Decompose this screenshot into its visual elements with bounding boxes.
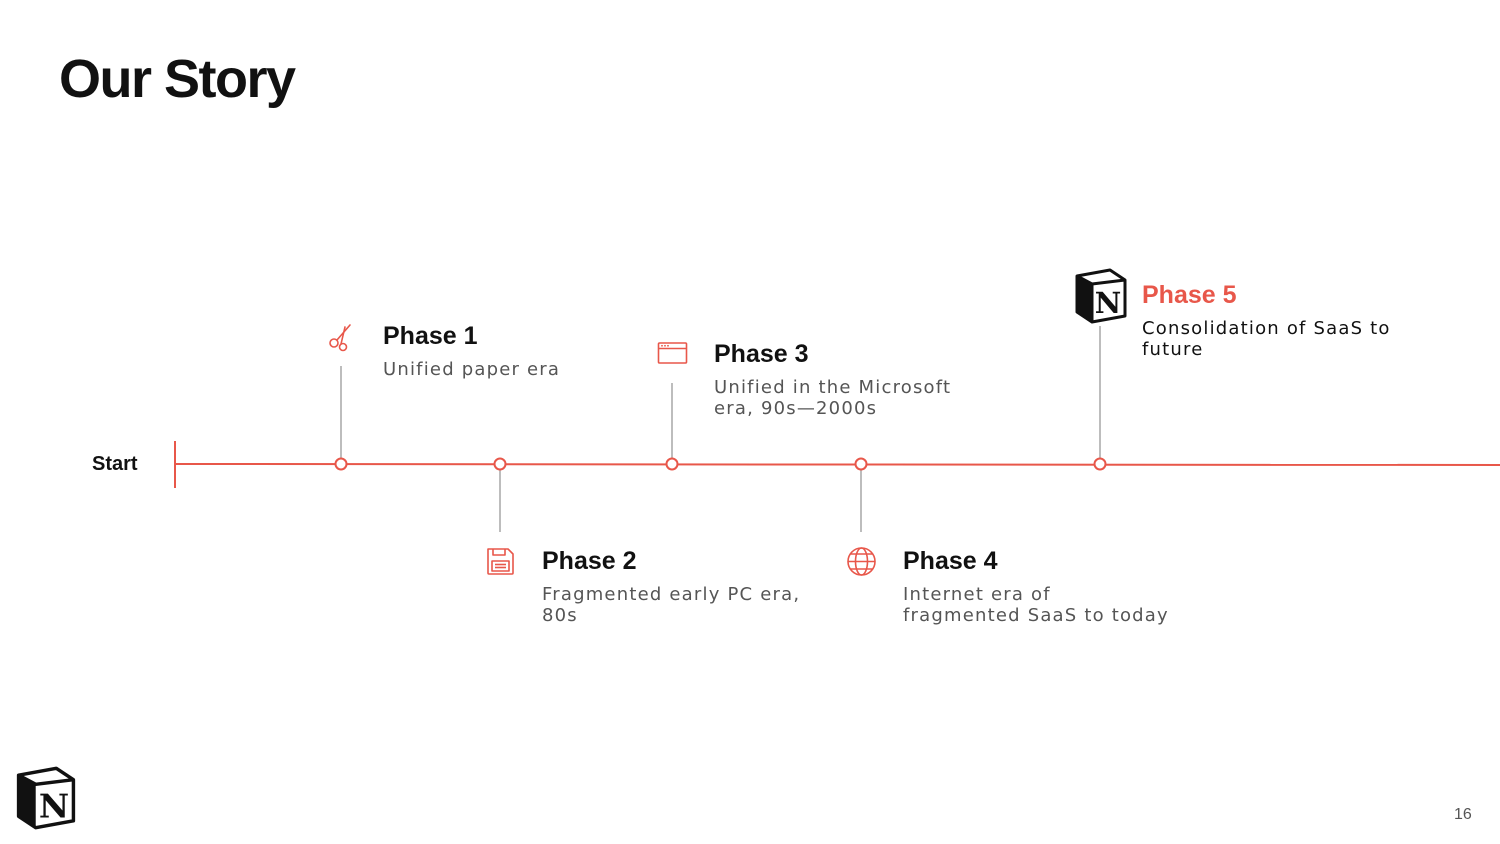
phase-5-title: Phase 5 [1142,281,1237,309]
phase-2-description: Fragmented early PC era, 80s [542,584,801,626]
phase-1-card: Phase 1 Unified paper era [383,322,623,380]
globe-icon [847,547,876,576]
phase-4-title: Phase 4 [903,547,998,575]
floppy-disk-icon [487,548,514,575]
phase-2-title: Phase 2 [542,547,637,575]
phase-5-description: Consolidation of SaaS to future [1142,318,1391,360]
notion-logo-icon: N [16,766,76,830]
phase-1-description: Unified paper era [383,359,561,380]
notion-logo-icon: N [1075,268,1127,324]
scissors-icon [329,324,351,352]
phase-5-marker [1093,457,1107,471]
timeline-start-label: Start [92,453,138,475]
phase-3-title: Phase 3 [714,340,809,368]
phase-5-card: Phase 5 Consolidation of SaaS to future [1142,281,1412,360]
browser-window-icon [657,342,688,364]
phase-4-card: Phase 4 Internet era of fragmented SaaS … [903,547,1173,626]
phase-3-marker [665,457,679,471]
svg-text:N: N [1095,286,1122,320]
slide-title: Our Story [59,49,296,109]
phase-2-card: Phase 2 Fragmented early PC era, 80s [542,547,817,626]
phase-3-description: Unified in the Microsoft era, 90s—2000s [714,377,952,419]
phase-4-marker [854,457,868,471]
phase-3-card: Phase 3 Unified in the Microsoft era, 90… [714,340,964,419]
timeline-axis [174,463,1500,466]
phase-1-title: Phase 1 [383,322,478,350]
page-number: 16 [1454,806,1472,823]
phase-2-marker [493,457,507,471]
svg-text:N: N [39,786,69,825]
phase-4-description: Internet era of fragmented SaaS to today [903,584,1169,626]
phase-1-marker [334,457,348,471]
